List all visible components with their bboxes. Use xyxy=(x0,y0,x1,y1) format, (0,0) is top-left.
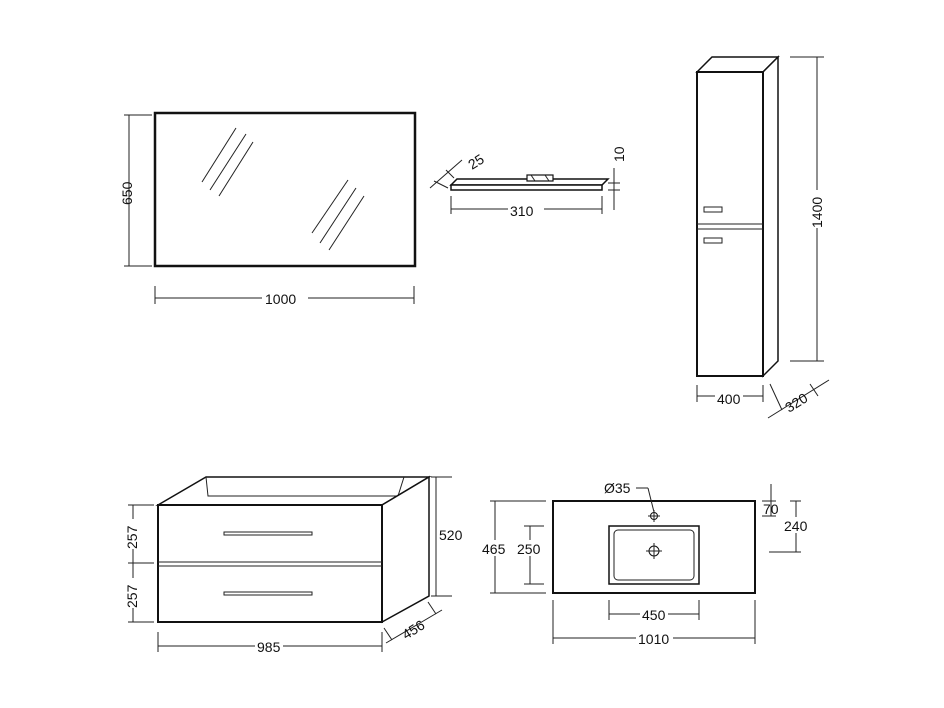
vanity-upper-handle xyxy=(223,531,313,536)
vanity-front xyxy=(157,504,383,623)
basin-bowl-depth-label: 250 xyxy=(517,541,541,557)
basin-depth-dimension: 465 xyxy=(480,500,546,594)
basin-depth-label: 465 xyxy=(482,541,506,557)
mirror-reflection-lines xyxy=(201,127,365,251)
lamp-length-label: 310 xyxy=(510,203,534,219)
basin-width-label: 1010 xyxy=(638,631,669,647)
mirror-width-dimension: 1000 xyxy=(154,286,415,307)
mirror-height-label: 650 xyxy=(119,181,135,205)
lamp-bar xyxy=(450,184,603,191)
vanity-drawer-dimension: 257 257 xyxy=(124,504,154,623)
vanity-height-dimension: 520 xyxy=(431,476,467,597)
basin-tap-hole-dimension: Ø35 xyxy=(604,480,655,513)
vanity-width-label: 985 xyxy=(257,639,281,655)
mirror-drawing: 650 1000 xyxy=(119,111,417,307)
mirror-frame xyxy=(153,111,417,268)
basin-bowl-depth-dimension: 250 xyxy=(515,525,545,585)
lamp-height-label: 10 xyxy=(611,146,627,162)
lamp-bracket xyxy=(526,174,554,182)
vanity-lower-handle xyxy=(223,591,313,596)
drain-icon xyxy=(646,543,662,559)
lamp-height-dimension: 10 xyxy=(608,146,627,210)
lamp-length-dimension: 310 xyxy=(450,196,603,219)
basin-bowl-width-label: 450 xyxy=(642,607,666,623)
tap-hole-icon xyxy=(648,510,660,522)
column-width-dimension: 400 xyxy=(696,385,764,407)
basin-tap-depth-label: 240 xyxy=(784,518,808,534)
basin-width-dimension: 1010 xyxy=(552,600,756,647)
mirror-height-dimension: 650 xyxy=(119,114,152,267)
column-depth-dimension: 320 xyxy=(767,379,830,419)
vanity-drawing: 520 257 257 985 456 xyxy=(124,475,467,655)
vanity-depth-label: 456 xyxy=(399,616,427,642)
column-width-label: 400 xyxy=(717,391,741,407)
lamp-drawing: 25 310 10 xyxy=(429,146,627,219)
column-side-face xyxy=(762,55,779,378)
mirror-width-label: 1000 xyxy=(265,291,296,307)
basin-tap-hole-label: Ø35 xyxy=(604,480,631,496)
basin-right-dimensions: 70 240 xyxy=(762,484,812,553)
column-height-label: 1400 xyxy=(809,197,825,228)
vanity-height-label: 520 xyxy=(439,527,463,543)
basin-drawing: Ø35 70 240 465 xyxy=(480,480,812,647)
vanity-inner-back xyxy=(205,476,405,497)
column-drawing: 1400 400 320 xyxy=(695,55,830,419)
basin-offset-label: 70 xyxy=(763,501,779,517)
vanity-width-dimension: 985 xyxy=(157,632,383,655)
vanity-drawer-bottom-label: 257 xyxy=(124,584,140,608)
column-depth-label: 320 xyxy=(782,389,810,415)
column-lower-handle xyxy=(703,237,723,244)
lamp-depth-dimension: 25 xyxy=(429,151,487,189)
column-upper-handle xyxy=(703,206,723,213)
lamp-depth-label: 25 xyxy=(465,151,487,173)
column-height-dimension: 1400 xyxy=(790,56,825,362)
basin-bowl-width-dimension: 450 xyxy=(608,600,700,623)
vanity-drawer-top-label: 257 xyxy=(124,525,140,549)
